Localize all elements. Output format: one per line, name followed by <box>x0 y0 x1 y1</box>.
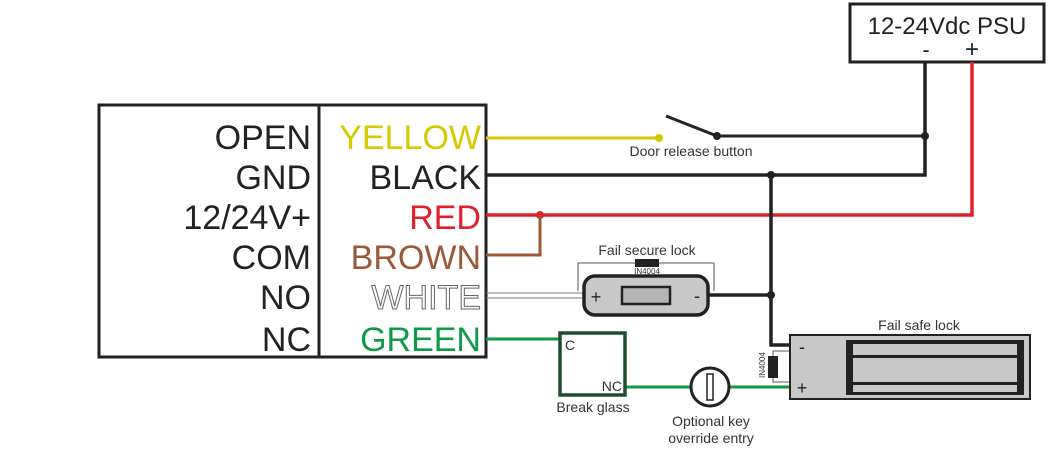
psu-box <box>848 2 1046 64</box>
wires <box>486 62 974 389</box>
wire-label-red: RED <box>409 199 481 237</box>
psu-title: 12-24Vdc PSU <box>868 13 1027 40</box>
wire-label-brown: BROWN <box>351 239 481 277</box>
fail-secure-window <box>620 285 672 306</box>
terminal-open: OPEN <box>215 119 311 157</box>
fail-secure-plus: + <box>591 287 602 307</box>
fail-safe-lock: Fail safe lock IN4004 - + <box>758 317 1031 400</box>
wire-black-gnd <box>486 62 927 177</box>
junction-psu-minus <box>921 132 929 140</box>
fail-safe-diode-label: IN4004 <box>758 352 767 378</box>
terminal-no: NO <box>260 279 311 317</box>
fail-secure-lock: Fail secure lock IN4004 + - <box>577 242 715 317</box>
fail-secure-label: Fail secure lock <box>598 242 696 258</box>
terminal-1224v: 12/24V+ <box>183 199 311 237</box>
fail-safe-diode <box>768 356 778 378</box>
fail-safe-minus: - <box>799 337 805 357</box>
wire-label-black: BLACK <box>370 159 482 197</box>
break-glass-box <box>558 331 627 397</box>
fail-safe-plus: + <box>797 378 808 398</box>
key-slot-icon <box>706 373 714 401</box>
fail-safe-bar-2 <box>853 358 1017 382</box>
wire-brown <box>486 215 542 257</box>
key-override-line2: override entry <box>668 430 754 446</box>
terminal-com: COM <box>232 239 311 277</box>
psu: 12-24Vdc PSU - + <box>848 2 1046 64</box>
wire-label-green: GREEN <box>360 321 481 359</box>
key-override-line1: Optional key <box>672 413 750 429</box>
break-glass-c: C <box>565 337 575 353</box>
switch-arm <box>665 114 718 138</box>
wire-black-failsafe <box>769 175 790 347</box>
door-release-label: Door release button <box>630 143 753 159</box>
fail-secure-minus: - <box>694 286 700 306</box>
break-glass-nc: NC <box>602 378 622 394</box>
fail-secure-diode <box>635 259 659 267</box>
junction-yellow <box>655 134 663 142</box>
fail-safe-bar-1 <box>853 344 1017 355</box>
break-glass-label: Break glass <box>556 399 629 415</box>
fail-safe-bar-3 <box>853 385 1017 392</box>
wire-red <box>486 62 974 217</box>
psu-plus-label: + <box>965 36 979 63</box>
terminal-nc: NC <box>262 321 311 359</box>
break-glass: C NC Break glass <box>556 331 630 415</box>
controller-box <box>97 103 488 359</box>
fail-safe-label: Fail safe lock <box>878 317 961 333</box>
wire-label-yellow: YELLOW <box>339 119 481 157</box>
key-override: Optional key override entry <box>668 366 754 446</box>
wire-label-white: WHITE <box>371 279 481 317</box>
psu-minus-label: - <box>922 37 929 62</box>
terminal-gnd: GND <box>235 159 311 197</box>
fail-secure-diode-label: IN4004 <box>634 267 660 276</box>
